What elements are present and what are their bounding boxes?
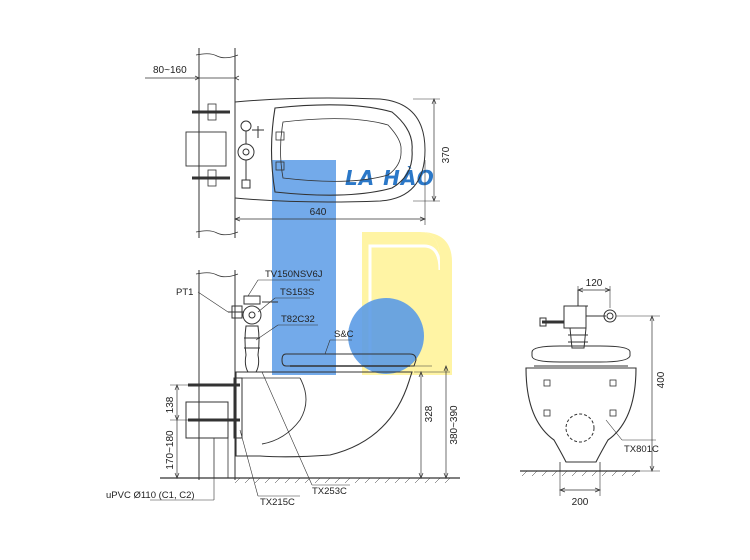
side-valve-top — [243, 295, 261, 305]
label-stop-valve: TS153S — [280, 287, 314, 298]
top-view — [145, 48, 440, 238]
valve-top — [240, 120, 252, 132]
label-flush-valve: TV150NSV6J — [265, 269, 323, 280]
front-valve — [563, 305, 587, 329]
dim-width-text: 370 — [441, 146, 452, 163]
logo-arch-stripe — [368, 244, 442, 372]
flush-pipe — [244, 325, 260, 373]
brand-text: LA HÀO — [345, 166, 435, 190]
logo-arch-outer — [420, 232, 452, 375]
label-bracket: TX215C — [260, 497, 295, 508]
seat-inner — [280, 118, 402, 182]
dim-120-text: 120 — [586, 278, 603, 289]
side-seat — [281, 353, 417, 367]
side-valve-body — [242, 305, 262, 325]
carrier-box — [185, 131, 227, 167]
dim-length-text: 640 — [310, 207, 327, 218]
front-outlet — [565, 413, 595, 443]
front-bowl — [525, 367, 637, 463]
label-outlet: uPVC Ø110 (C1, C2) — [106, 490, 195, 501]
wall-break-top — [195, 53, 239, 59]
label-pipe: T82C32 — [281, 314, 315, 325]
dim-380-text: 380~390 — [449, 405, 460, 445]
bowl-outline — [234, 97, 426, 203]
side-view — [150, 270, 460, 501]
label-flange: TX253C — [312, 486, 347, 497]
logo-blue-bar — [272, 160, 336, 375]
label-pt1: PT1 — [176, 287, 193, 298]
dim-328-text: 328 — [424, 405, 435, 422]
dim-200-text: 200 — [572, 497, 589, 508]
dim-400-text: 400 — [656, 371, 667, 388]
label-cover: TX801C — [624, 444, 659, 455]
front-view — [520, 286, 660, 496]
dim-170-text: 170~180 — [165, 430, 176, 470]
watermark-logo: LA HÀO — [272, 160, 452, 375]
logo-blue-circle — [348, 298, 424, 374]
dim-wall-text: 80~160 — [153, 65, 187, 76]
dim-138-text: 138 — [165, 396, 176, 413]
valve-body — [237, 143, 255, 161]
wall-break-bottom — [195, 230, 239, 236]
seat-outline — [270, 104, 413, 196]
side-bowl — [235, 371, 413, 458]
label-seat: S&C — [334, 329, 354, 340]
front-seat — [531, 345, 631, 363]
